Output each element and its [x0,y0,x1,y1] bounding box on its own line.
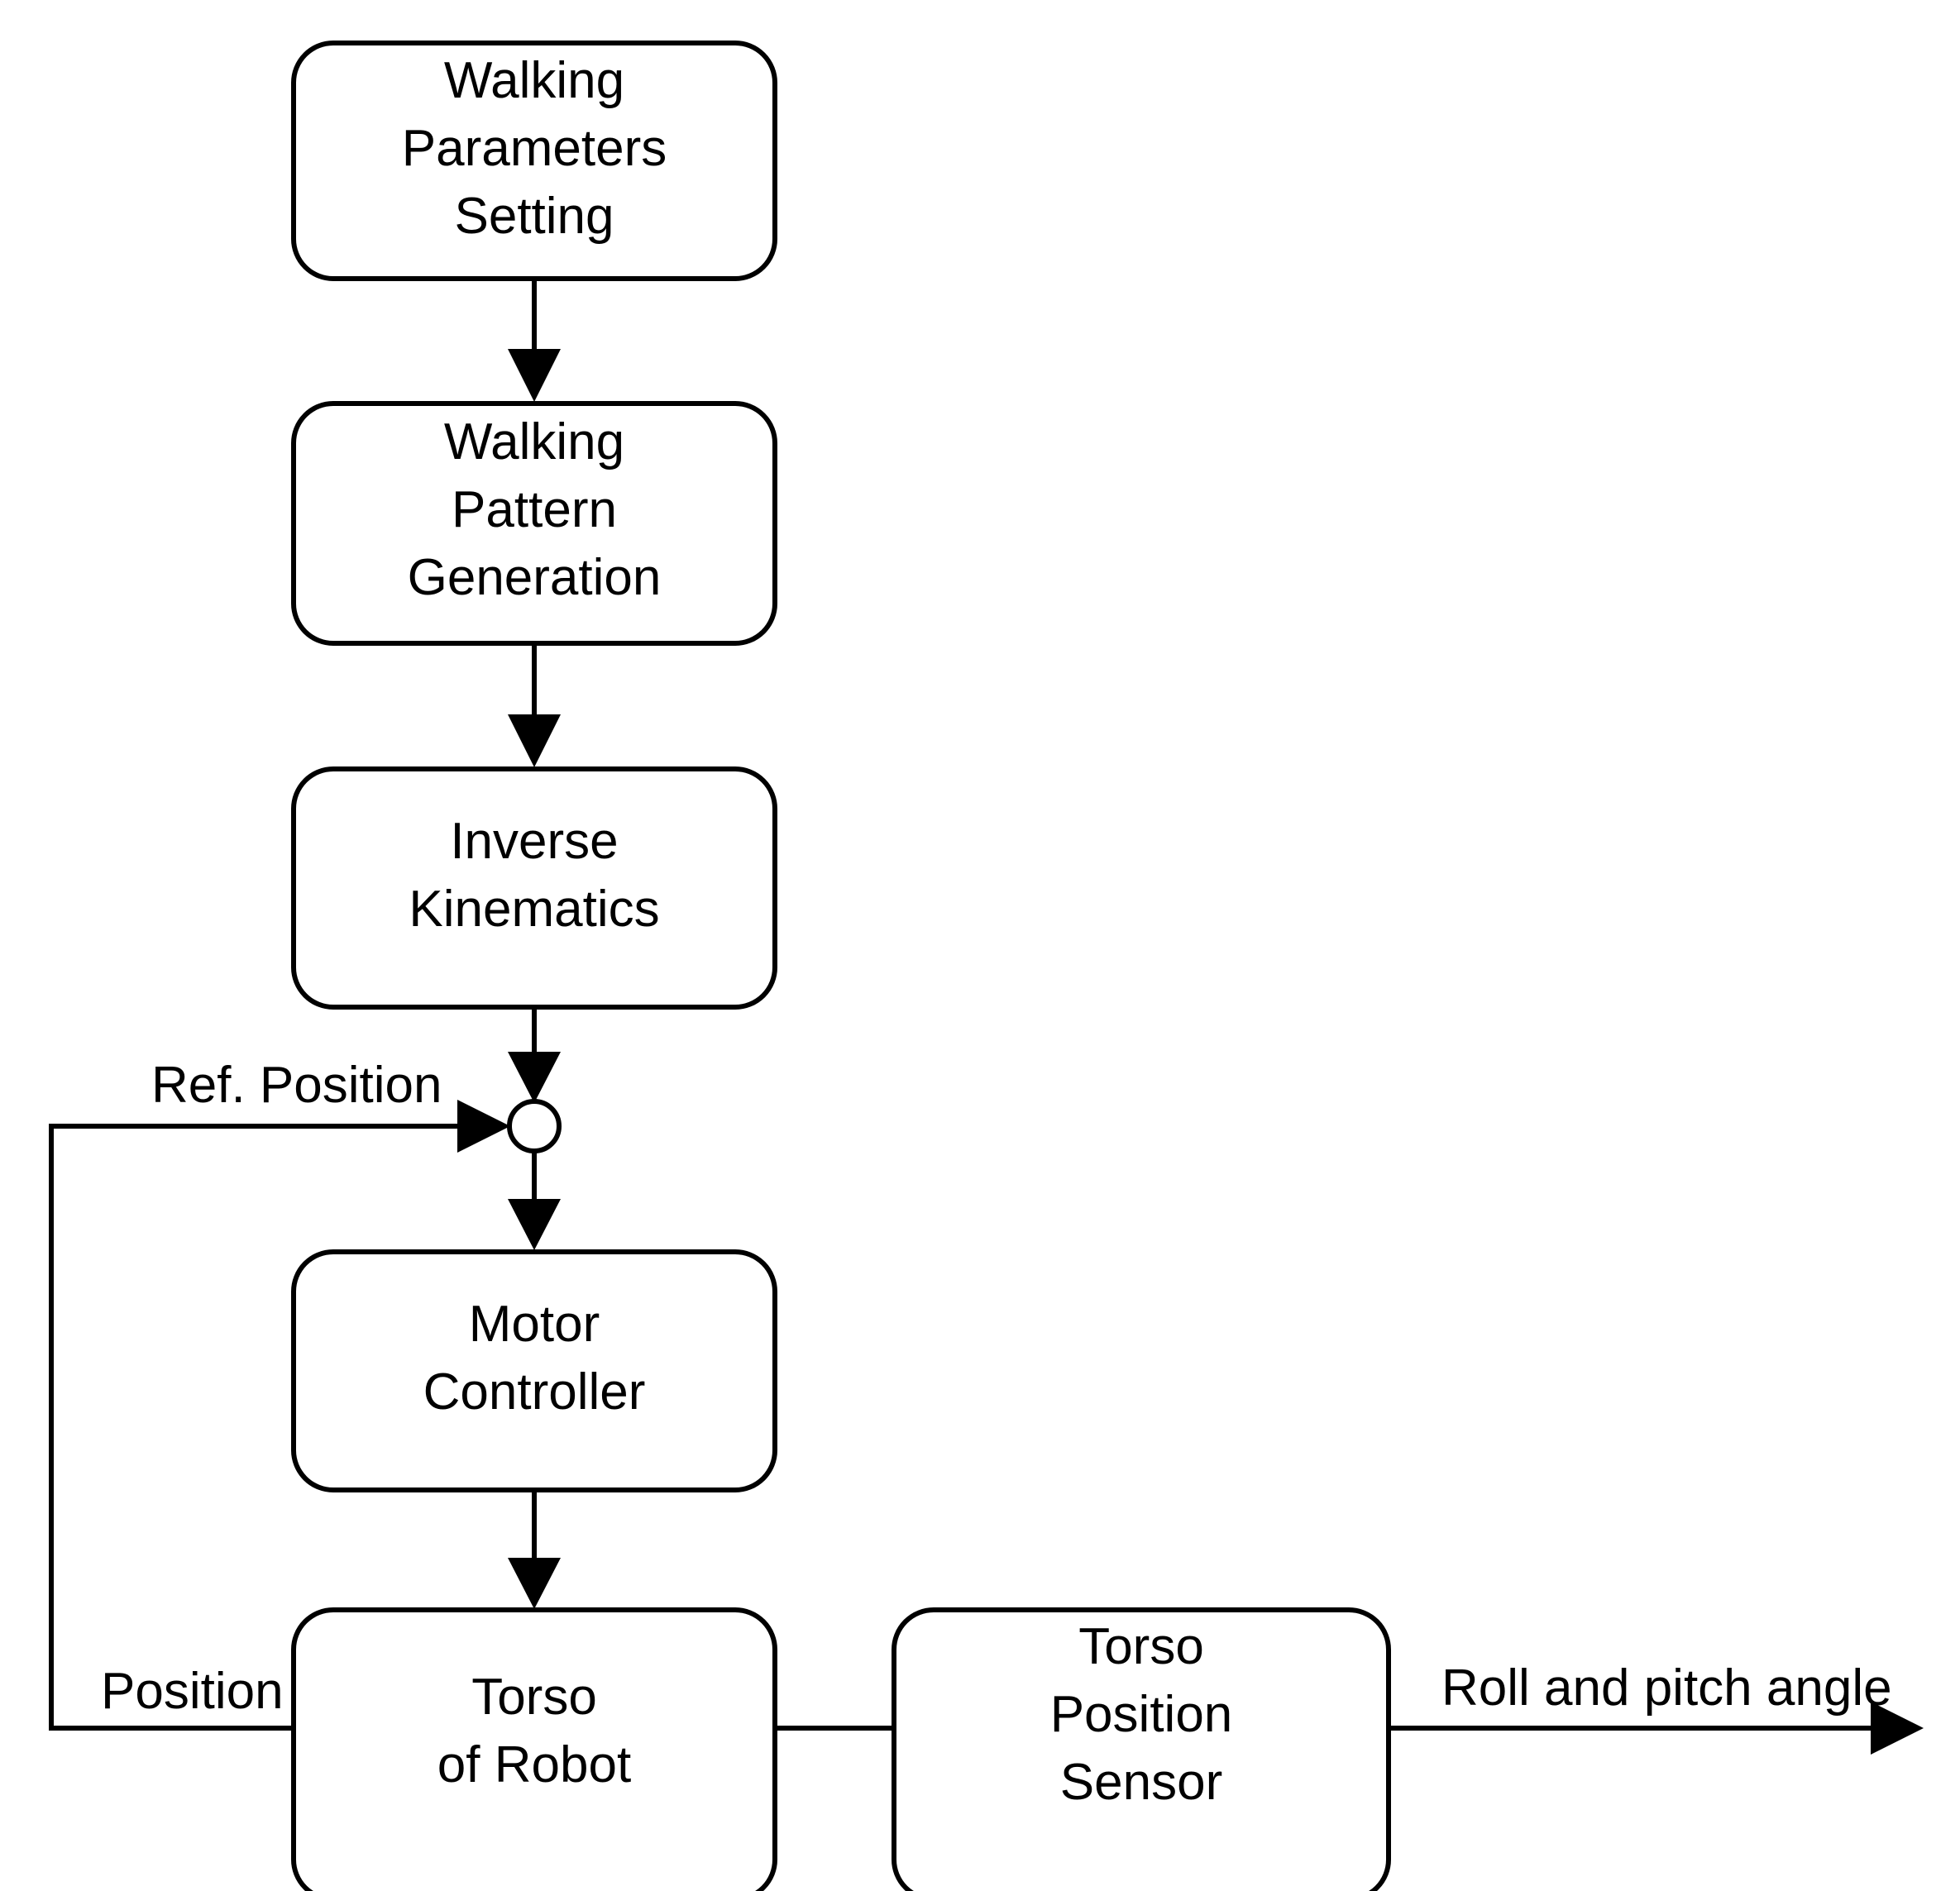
arrowhead-down-sum-to-motor-controller [508,1199,561,1250]
block-motor-controller[interactable]: Motor Controller [291,1249,777,1492]
edge-label-position: Position [101,1663,284,1720]
arrowhead-down-inverse-kinematics-to-sum [508,1052,561,1103]
feedback-path [49,1100,510,1731]
block-walking-pattern-generation-line-2: Pattern [452,481,617,538]
block-walking-pattern-generation-line-3: Generation [408,549,662,606]
block-torso-position-sensor-line-2: Position [1050,1686,1233,1743]
connector-sum-to-motor-controller [508,1151,561,1250]
block-torso-position-sensor-line-3: Sensor [1060,1754,1222,1811]
connector-motor-controller-to-torso [508,1490,561,1609]
block-torso-position-sensor[interactable]: Torso Position Sensor [892,1607,1391,1891]
summing-junction[interactable] [507,1099,562,1153]
block-inverse-kinematics-line-2: Kinematics [409,881,659,938]
connector-pattern-to-inverse-kinematics [508,643,561,767]
block-walking-pattern-generation[interactable]: Walking Pattern Generation [291,401,777,646]
edge-label-ref-position: Ref. Position [151,1057,442,1114]
block-walking-parameters-setting-line-3: Setting [454,188,614,245]
block-walking-parameters-setting[interactable]: Walking Parameters Setting [291,41,777,281]
block-torso-of-robot-line-1: Torso [471,1669,597,1726]
block-walking-parameters-setting-line-1: Walking [444,52,624,109]
connector-sensor-output [1389,1702,1924,1755]
edge-label-roll-and-pitch-angle: Roll and pitch angle [1441,1659,1892,1717]
arrowhead-down-motor-controller-to-torso [508,1558,561,1609]
block-inverse-kinematics[interactable]: Inverse Kinematics [291,766,777,1010]
block-motor-controller-line-1: Motor [469,1296,600,1353]
arrowhead-down-pattern-to-inverse-kinematics [508,714,561,767]
block-inverse-kinematics-line-1: Inverse [450,813,618,870]
block-torso-of-robot-shape [291,1607,777,1891]
arrowhead-down-setting-to-pattern [508,349,561,402]
arrowhead-right-into-sum [457,1100,510,1153]
block-torso-position-sensor-shape [892,1607,1391,1891]
block-torso-position-sensor-line-1: Torso [1078,1618,1204,1675]
arrowhead-right-sensor-output [1871,1702,1924,1755]
connector-setting-to-pattern [508,279,561,402]
block-walking-pattern-generation-line-1: Walking [444,413,624,470]
block-walking-parameters-setting-line-2: Parameters [402,120,667,177]
block-torso-of-robot[interactable]: Torso of Robot [291,1607,777,1891]
block-torso-of-robot-line-2: of Robot [437,1736,631,1793]
connector-inverse-kinematics-to-sum [508,1007,561,1103]
block-motor-controller-line-2: Controller [423,1363,646,1421]
